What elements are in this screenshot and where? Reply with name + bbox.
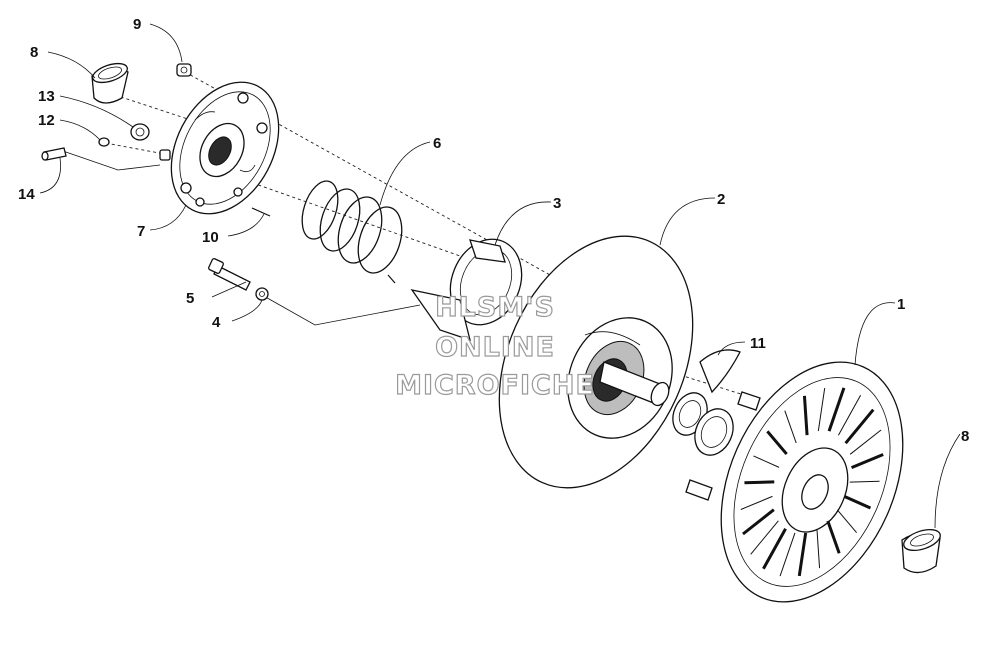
watermark: HLSM'S ONLINE MICROFICHE: [394, 291, 595, 401]
sheave-fin: [753, 455, 780, 468]
part-7-cover-plate: [159, 81, 280, 215]
watermark-line-2: ONLINE: [435, 332, 555, 363]
callout-6: 6: [433, 135, 441, 152]
callout-13: 13: [38, 88, 55, 105]
sheave-fin: [766, 430, 788, 456]
callout-3: 3: [553, 195, 561, 212]
part-8-bushing-left: [91, 62, 129, 104]
sheave-fin: [844, 408, 875, 445]
callout-8-left: 8: [30, 44, 38, 61]
part-4-nut: [255, 287, 269, 301]
watermark-line-1: HLSM'S: [435, 292, 555, 323]
part-11-washers: [672, 349, 741, 456]
sheave-fin: [836, 509, 858, 534]
part-9-nut: [176, 63, 192, 77]
sheave-fin: [762, 528, 787, 570]
part-13-roller: [130, 123, 150, 141]
callout-5: 5: [186, 290, 194, 307]
sheave-fin: [816, 528, 821, 569]
sheave-fin: [797, 532, 808, 577]
sheave-fin: [740, 495, 773, 510]
part-10-pin: [251, 207, 271, 217]
part-5-bolt: [208, 258, 251, 291]
part-1-fixed-sheave: [685, 361, 904, 603]
callout-4: 4: [212, 314, 221, 331]
sheave-fin: [849, 429, 882, 455]
leader-lines: [39, 23, 961, 529]
callout-14: 14: [18, 186, 35, 203]
sheave-fin: [850, 453, 884, 470]
sheave-fins: [740, 387, 884, 577]
sheave-fin: [779, 532, 796, 577]
sheave-fin: [827, 387, 846, 432]
part-8-bushing-right: [901, 528, 941, 574]
callout-labels: 9 8 13 12 14 7 10 6 3 2 1 11 8 5 4: [18, 16, 969, 445]
sheave-fin: [844, 495, 872, 510]
sheave-fin: [849, 480, 880, 483]
callout-2: 2: [717, 191, 725, 208]
sheave-fin: [826, 520, 841, 554]
part-14-pin: [41, 147, 67, 161]
watermark-line-3: MICROFICHE: [395, 370, 595, 401]
part-3-cam-housing: [410, 238, 523, 341]
callout-1: 1: [897, 296, 905, 313]
callout-7: 7: [137, 223, 145, 240]
sheave-fin: [837, 395, 862, 436]
sheave-fin: [802, 395, 809, 436]
callout-10: 10: [202, 229, 219, 246]
part-12-washer: [98, 137, 110, 147]
part-6-spring: [301, 180, 403, 284]
sheave-fin: [750, 520, 779, 555]
sheave-fin: [784, 410, 797, 444]
part-2-moveable-sheave: [498, 235, 694, 489]
callout-9: 9: [133, 16, 141, 33]
callout-11: 11: [750, 335, 766, 352]
callout-12: 12: [38, 112, 55, 129]
sheave-fin: [744, 480, 775, 485]
sheave-fin: [742, 508, 775, 536]
sheave-fin: [817, 388, 826, 432]
callout-8-right: 8: [961, 428, 969, 445]
